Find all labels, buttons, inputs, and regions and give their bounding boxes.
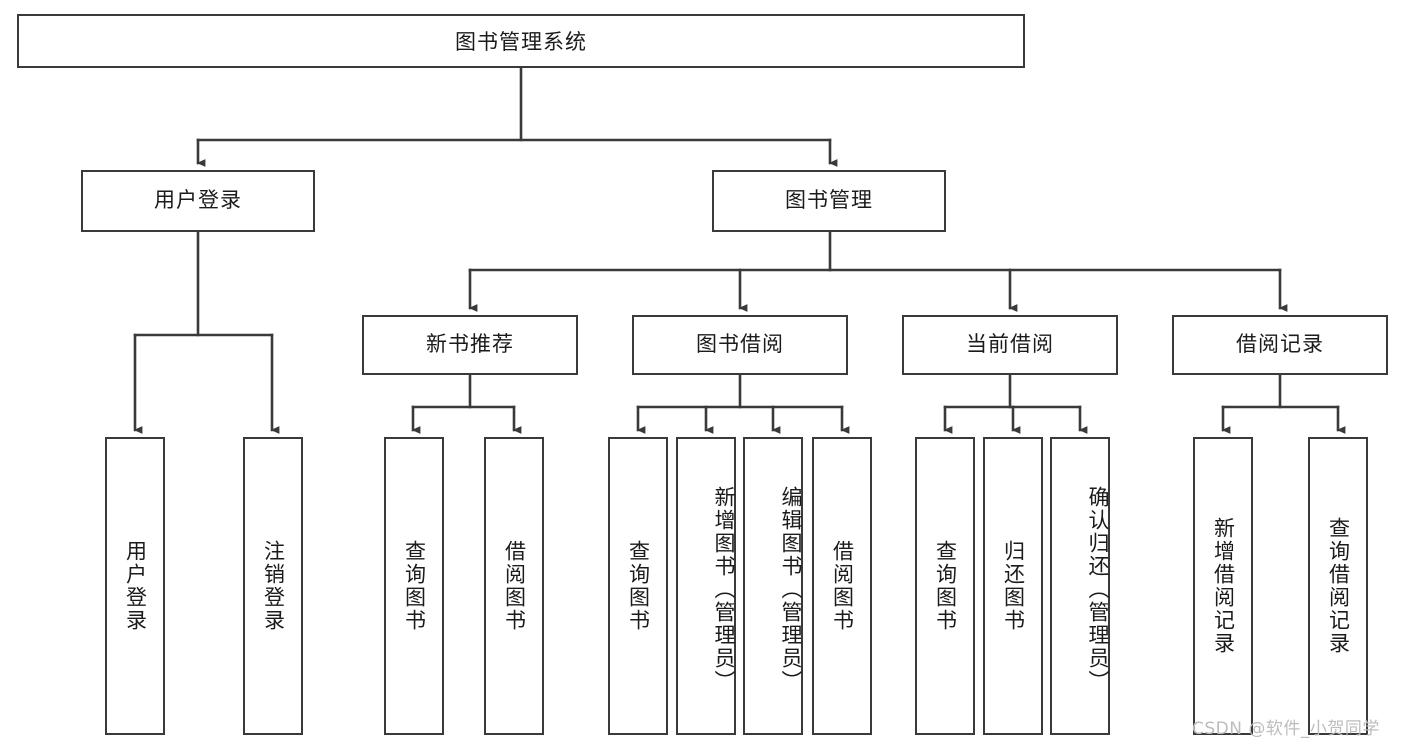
- node-new-book-recommend[interactable]: 新书推荐: [362, 315, 578, 375]
- leaf-book-borrow-add-book-admin[interactable]: 新增图书（管理员）: [676, 437, 736, 735]
- leaf-user-login-login[interactable]: 用户登录: [105, 437, 165, 735]
- node-borrow-record[interactable]: 借阅记录: [1172, 315, 1388, 375]
- leaf-current-borrow-query-books[interactable]: 查询图书: [915, 437, 975, 735]
- leaf-book-borrow-borrow-books[interactable]: 借阅图书: [812, 437, 872, 735]
- leaf-new-book-borrow-books[interactable]: 借阅图书: [484, 437, 544, 735]
- leaf-book-borrow-edit-book-admin[interactable]: 编辑图书（管理员）: [743, 437, 803, 735]
- leaf-current-borrow-return-books[interactable]: 归还图书: [983, 437, 1043, 735]
- csdn-watermark: CSDN @软件_小贺同学: [1192, 719, 1380, 739]
- node-current-borrow[interactable]: 当前借阅: [902, 315, 1118, 375]
- node-user-login[interactable]: 用户登录: [81, 170, 315, 232]
- leaf-book-borrow-query-books[interactable]: 查询图书: [608, 437, 668, 735]
- leaf-current-borrow-confirm-return-admin[interactable]: 确认归还（管理员）: [1050, 437, 1110, 735]
- leaf-borrow-record-add-record[interactable]: 新增借阅记录: [1193, 437, 1253, 735]
- leaf-borrow-record-query-record[interactable]: 查询借阅记录: [1308, 437, 1368, 735]
- node-book-management[interactable]: 图书管理: [712, 170, 946, 232]
- leaf-new-book-query-books[interactable]: 查询图书: [384, 437, 444, 735]
- leaf-user-login-logout[interactable]: 注销登录: [243, 437, 303, 735]
- node-book-borrow[interactable]: 图书借阅: [632, 315, 848, 375]
- node-root-book-management-system[interactable]: 图书管理系统: [17, 14, 1025, 68]
